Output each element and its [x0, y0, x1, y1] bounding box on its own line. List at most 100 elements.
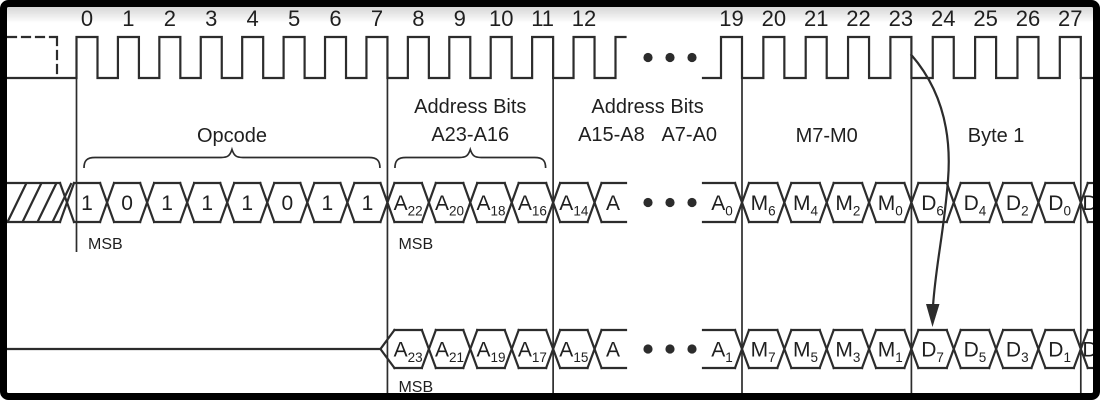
bit-transition-x: [1030, 181, 1047, 224]
bit-transition-x: [420, 181, 438, 224]
bit-subscript: 5: [811, 350, 819, 365]
bit-diverge: [378, 347, 396, 370]
clock-number: 3: [205, 6, 217, 31]
bit-transition-x: [379, 181, 396, 224]
section-label: Opcode: [197, 125, 267, 147]
bit-transition-x: [860, 328, 878, 370]
bit-cell-label: 1: [241, 192, 253, 215]
bit-transition-x: [902, 181, 920, 224]
clock-number: 24: [931, 6, 955, 31]
sample-arrow-curve: [909, 53, 950, 308]
section-label: Byte 1: [968, 125, 1025, 147]
bit-transition-x: [218, 181, 236, 224]
bit-transition-x: [586, 181, 603, 224]
bit-transition-x: [461, 181, 479, 224]
bit-subscript: 2: [853, 204, 861, 219]
bit-transition-x: [178, 181, 196, 224]
bit-subscript: 1: [895, 350, 903, 365]
bit-subscript: 5: [979, 350, 987, 365]
bit-subscript: 16: [532, 204, 547, 219]
clock-number: 1: [122, 6, 134, 31]
bit-cell-label: 1: [201, 192, 213, 215]
bit-subscript: 6: [768, 204, 776, 219]
clock-number: 5: [288, 6, 300, 31]
bit-cell-label: 1: [81, 192, 93, 215]
bit-transition-x: [461, 328, 479, 370]
bit-transition-x: [138, 181, 156, 224]
bit-transition-x: [945, 181, 963, 224]
clock-number: 6: [329, 6, 341, 31]
bit-transition-x: [987, 181, 1005, 224]
row-ellipsis-dot: [643, 344, 653, 354]
bit-subscript: 3: [853, 350, 861, 365]
clock-number: 26: [1016, 6, 1040, 31]
top-shade: [7, 7, 1093, 23]
row-ellipsis-dot: [665, 344, 675, 354]
bit-transition-x: [775, 181, 793, 224]
bit-transition-x: [258, 181, 276, 224]
sample-arrow-head: [926, 304, 940, 327]
clock-waveform-left: [4, 35, 627, 80]
clock-number: 4: [247, 6, 259, 31]
clock-number: 2: [164, 6, 176, 31]
msb-label: MSB: [398, 236, 433, 253]
section-brace: [83, 146, 381, 169]
bit-subscript: 20: [449, 204, 464, 219]
bit-transition-x: [860, 181, 878, 224]
dont-care-hatch: [21, 182, 43, 223]
bit-transition-x: [420, 328, 438, 370]
row-ellipsis-dot: [687, 197, 697, 208]
clock-number: 23: [889, 6, 913, 31]
section-label: M7-M0: [796, 125, 858, 147]
bit-transition-x: [1072, 328, 1090, 370]
bit-transition-x: [1030, 328, 1047, 370]
bit-subscript: 2: [1021, 204, 1029, 219]
section-label: Address Bits: [414, 96, 526, 118]
bit-cell-label: 0: [281, 192, 293, 215]
bit-transition-x: [945, 328, 963, 370]
bit-subscript: 19: [490, 350, 505, 365]
bit-subscript: 22: [408, 204, 423, 219]
bit-subscript: 0: [1063, 204, 1071, 219]
bit-subscript: 4: [811, 204, 819, 219]
clock-number: 19: [719, 6, 743, 31]
row-ellipsis-dot: [643, 197, 653, 208]
clock-ellipsis-dot: [643, 52, 653, 63]
clock-ghost-pulse: [6, 35, 59, 79]
msb-label: MSB: [398, 379, 433, 396]
bit-subscript: 17: [532, 350, 547, 365]
sample-arrow: [909, 53, 950, 327]
dont-care-hatch: [51, 182, 73, 223]
bit-transition-x: [818, 181, 836, 224]
bit-transition-x: [733, 181, 751, 224]
bit-subscript: 18: [490, 204, 505, 219]
clock-ellipsis-dot: [665, 52, 675, 63]
bit-subscript: 6: [936, 204, 944, 219]
bit-subscript: 7: [768, 350, 776, 365]
msb-label: MSB: [88, 236, 123, 253]
row-ellipsis-dot: [687, 344, 697, 354]
bit-transition-x: [818, 328, 836, 370]
bit-transition-x: [544, 181, 562, 224]
row-ellipsis-dot: [665, 197, 675, 208]
clock-number: 0: [81, 6, 93, 31]
clock-number: 11: [531, 6, 554, 31]
section-label: A23-A16: [431, 124, 509, 146]
bit-subscript: 0: [895, 204, 903, 219]
bit-transition-x: [503, 181, 521, 224]
bit-subscript: 0: [725, 204, 733, 219]
section-separators: [75, 78, 1082, 396]
clock-number: 21: [804, 6, 828, 31]
bit-cell-label: 1: [322, 192, 334, 215]
bit-transition-x: [586, 328, 603, 370]
section-label: A15-A8 A7-A0: [578, 124, 717, 146]
bit-transition-x: [338, 181, 356, 224]
bit-cell-label: A: [606, 192, 620, 215]
bit-transition-x: [1072, 181, 1090, 224]
bit-diverge: [378, 328, 396, 351]
clock-number: 12: [572, 6, 596, 31]
